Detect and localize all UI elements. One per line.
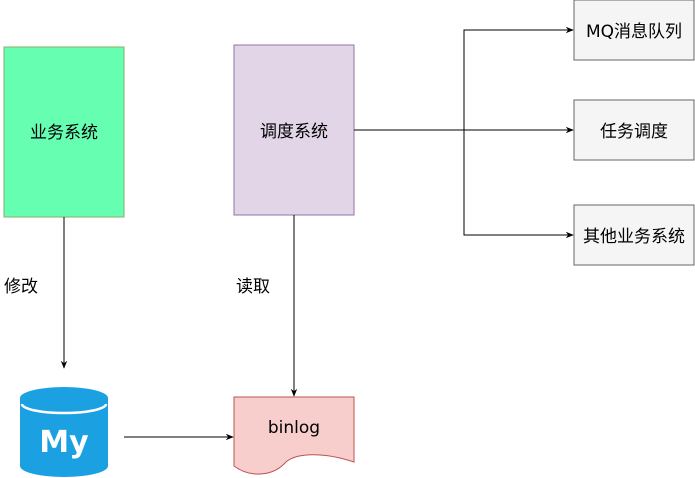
- task-scheduling-box: [573, 99, 695, 161]
- binlog-label: binlog: [268, 418, 320, 438]
- mq-node: MQ消息队列: [573, 0, 695, 61]
- edge-scheduler-to-other: [463, 130, 574, 239]
- scheduler-system-box: [233, 44, 355, 216]
- business-system-node: 业务系统: [3, 46, 125, 218]
- mysql-database-icon: My: [20, 387, 108, 477]
- edge-label-modify: 修改: [4, 277, 38, 297]
- other-business-box: [573, 204, 695, 266]
- binlog-node: binlog: [233, 396, 355, 475]
- mq-label: MQ消息队列: [586, 22, 682, 42]
- mq-box: [573, 0, 695, 61]
- scheduler-system-label: 调度系统: [260, 122, 328, 142]
- mysql-logo-text: My: [39, 425, 89, 460]
- business-system-box: [3, 46, 125, 218]
- binlog-document-shape: [233, 396, 355, 475]
- mysql-cylinder-body: [20, 398, 108, 477]
- mysql-cylinder-top: [20, 387, 108, 409]
- scheduler-system-node: 调度系统: [233, 44, 355, 216]
- edge-scheduler-to-mq: [463, 26, 574, 130]
- other-business-node: 其他业务系统: [573, 204, 695, 266]
- task-scheduling-label: 任务调度: [600, 122, 668, 142]
- edge-label-read: 读取: [236, 277, 270, 297]
- mysql-cylinder-rim: [20, 403, 108, 415]
- business-system-label: 业务系统: [30, 123, 98, 143]
- other-business-label: 其他业务系统: [583, 227, 685, 247]
- task-scheduling-node: 任务调度: [573, 99, 695, 161]
